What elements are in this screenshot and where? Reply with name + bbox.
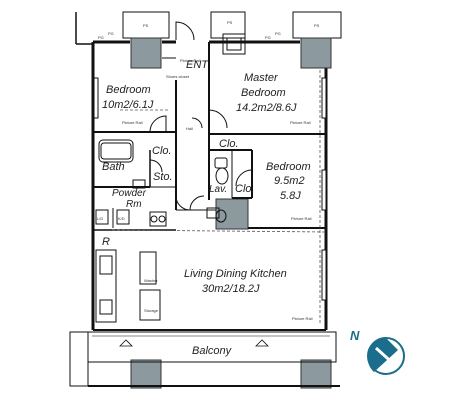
bedroom-3-size-1: 9.5m2 xyxy=(274,175,305,187)
north-compass-icon xyxy=(367,337,405,375)
master-bedroom-size: 14.2m2/8.6J xyxy=(236,102,297,114)
master-bedroom-name-2: Bedroom xyxy=(241,87,286,99)
lavatory-label: Lav. xyxy=(209,184,227,195)
picture-rail-label: Picture Rail xyxy=(180,58,201,63)
elevator-shaft xyxy=(222,33,246,55)
washer-label: Washer xyxy=(144,278,158,283)
bedroom-1-name: Bedroom xyxy=(106,84,151,96)
hall-label: Hall xyxy=(186,126,193,131)
doors xyxy=(149,21,253,211)
bedroom-1-size: 10m2/6.1J xyxy=(102,99,154,111)
pg-label-1: PG xyxy=(98,35,104,40)
ld-label: L/D xyxy=(97,216,103,221)
window-openings xyxy=(93,77,327,301)
closet-label-2: Clo. xyxy=(219,138,239,150)
kitchen-fixtures xyxy=(95,209,167,323)
balcony xyxy=(69,331,340,387)
closet-label-1: Clo. xyxy=(152,145,172,157)
ldk-name: Living Dining Kitchen xyxy=(184,268,287,280)
pg-label-2: PG xyxy=(265,35,271,40)
master-bedroom-name-1: Master xyxy=(244,72,279,84)
structural-columns xyxy=(130,37,332,389)
ps-label-3: PS xyxy=(314,23,320,28)
refrigerator-label: R xyxy=(102,236,110,248)
ent-label: ENT xyxy=(186,59,209,71)
picture-rail-label: Picture Rail xyxy=(291,216,312,221)
kd-label: K/D xyxy=(118,216,125,221)
ldk-size: 30m2/18.2J xyxy=(202,283,260,295)
closet-label-3: Clo. xyxy=(235,183,255,195)
picture-rail-label: Picture Rail xyxy=(290,120,311,125)
ps-label-1: PS xyxy=(143,23,149,28)
picture-rail-label: Picture Rail xyxy=(122,120,143,125)
picture-rail-label: Picture Rail xyxy=(292,316,313,321)
pg-label-4: PG xyxy=(275,31,281,36)
ps-label-2: PS xyxy=(227,20,233,25)
bedroom-3-name: Bedroom xyxy=(266,161,311,173)
bath-label: Bath xyxy=(102,161,125,173)
powder-room-label-1: Powder xyxy=(112,188,147,199)
storage-room-label: Sto. xyxy=(153,171,173,183)
balcony-label: Balcony xyxy=(192,345,233,357)
north-label: N xyxy=(350,328,360,343)
storage-label: Storage xyxy=(144,308,159,313)
shoe-closet-label: Shoes closet xyxy=(166,74,190,79)
bath-fixtures xyxy=(98,139,229,223)
bedroom-3-size-2: 5.8J xyxy=(280,190,301,202)
beam-lines xyxy=(111,70,327,325)
powder-room-label-2: Rm xyxy=(126,199,142,210)
pg-label-3: PG xyxy=(108,31,114,36)
interior-walls xyxy=(93,42,326,231)
